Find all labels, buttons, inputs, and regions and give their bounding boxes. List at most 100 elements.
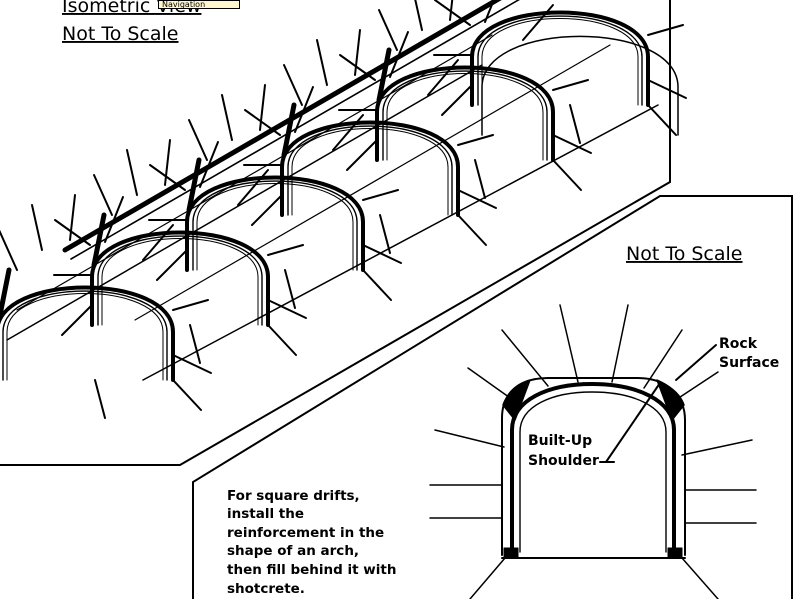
rock-bolt [414, 0, 423, 31]
rock-bolt [643, 329, 683, 389]
rock-bolt [434, 429, 505, 448]
rock-bolt [54, 219, 91, 246]
rock-bolt [61, 304, 93, 336]
rock-bolt [244, 109, 281, 136]
rock-bolt [681, 439, 753, 456]
longitudinal-spacer [0, 267, 12, 323]
note-line: reinforcement in the [227, 525, 384, 541]
rock-bolt [172, 354, 212, 374]
section-panel-frame [192, 195, 793, 599]
rock-bolt [267, 299, 307, 319]
rock-bolt [457, 214, 487, 246]
section-scale-note: Not To Scale [626, 243, 743, 265]
rock-bolt [142, 224, 174, 261]
steel-arch-inner-flange [519, 391, 667, 553]
rock-surface-label-line2: Surface [719, 355, 779, 371]
note-line: then fill behind it with [227, 562, 396, 578]
rock-bolt [149, 164, 186, 191]
rock-bolt [93, 174, 113, 216]
rock-bolt [427, 59, 459, 96]
rock-bolt [362, 269, 392, 301]
rock-bolt [172, 299, 209, 311]
rock-bolt [647, 24, 684, 36]
rock-bolt [294, 86, 314, 133]
steel-set-arch [375, 65, 555, 162]
note-line: install the [227, 506, 304, 522]
rock-bolt [332, 114, 364, 151]
builtup-shoulder-label-line2: Shoulder [528, 453, 599, 469]
rock-bolt [267, 244, 304, 256]
crown-spacer-strut [70, 0, 520, 260]
rock-bolt [104, 196, 124, 243]
steel-set-arch-inner [477, 15, 643, 106]
rock-bolt [156, 249, 188, 281]
rock-bolt [552, 159, 582, 191]
rock-bolt [467, 367, 521, 406]
steel-set-arch-inner [291, 128, 449, 216]
rock-bolt [283, 64, 303, 106]
shotcrete-note: For square drifts, install the reinforce… [227, 488, 396, 597]
longitudinal-spacer [376, 47, 392, 103]
isometric-tunnel-drawing [0, 0, 687, 419]
rock-bolt [172, 379, 202, 411]
rock-bolt [251, 194, 283, 226]
note-line: shape of an arch, [227, 543, 359, 559]
tunnel-floor-right-edge [142, 104, 659, 381]
rock-bolt [484, 0, 495, 23]
rock-bolt [221, 94, 233, 141]
rock-bolt [449, 0, 454, 21]
rock-bolt [362, 189, 399, 201]
rock-bolt [434, 0, 471, 26]
rock-bolt [611, 304, 629, 383]
steel-set-arch-inner [97, 235, 263, 326]
steel-set-arch-inner [386, 73, 544, 161]
tunnel-wall-line [134, 44, 611, 321]
steel-set-arch-inner [287, 125, 453, 216]
rock-bolt [552, 79, 589, 91]
isometric-scale-note: Not To Scale [62, 23, 179, 45]
rock-bolt [316, 39, 328, 86]
rock-bolt [267, 324, 297, 356]
rock-bolt [126, 149, 138, 196]
rock-surface-leader [675, 344, 717, 381]
rock-bolt [441, 84, 473, 116]
steel-set-arch [0, 285, 175, 382]
cross-section-drawing [429, 304, 757, 599]
rock-bolt [94, 379, 106, 419]
rock-bolt [362, 244, 402, 264]
rock-bolt [199, 141, 219, 188]
longitudinal-spacer [91, 212, 107, 268]
rock-bolt [31, 204, 43, 251]
rock-bolt [379, 214, 391, 254]
steel-set-arch [185, 175, 365, 272]
note-line: For square drifts, [227, 488, 360, 504]
steel-set-arch-inner [6, 293, 164, 381]
rock-bolt [469, 557, 506, 599]
rock-bolt [378, 9, 398, 51]
steel-set-arch [280, 120, 460, 217]
tunnel-floor-left-edge [6, 64, 483, 341]
rock-bolt [457, 134, 494, 146]
rock-bolt [188, 119, 208, 161]
steel-set-arch-inner [101, 238, 259, 326]
steel-set-arch-inner [196, 183, 354, 271]
built-up-shoulder-left [502, 379, 531, 421]
rock-bolt [346, 139, 378, 171]
rock-surface-label-line1: Rock [719, 336, 758, 352]
steel-set-arch-inner [2, 290, 168, 381]
arch-footing-right [667, 547, 683, 559]
rock-bolt [457, 189, 497, 209]
arch-footing-left [503, 547, 519, 559]
built-up-shoulder-right [656, 379, 685, 421]
rock-bolt [681, 557, 719, 599]
rock-bolt [667, 371, 719, 406]
rock-bolt [0, 229, 18, 271]
rock-bolt [501, 329, 549, 387]
rock-bolt [389, 31, 409, 78]
navigation-tooltip: Navigation [158, 0, 240, 9]
note-line: shotcrete. [227, 581, 305, 597]
longitudinal-spacer [186, 157, 202, 213]
steel-set-arch-inner [382, 70, 548, 161]
rock-bolt [284, 269, 296, 309]
